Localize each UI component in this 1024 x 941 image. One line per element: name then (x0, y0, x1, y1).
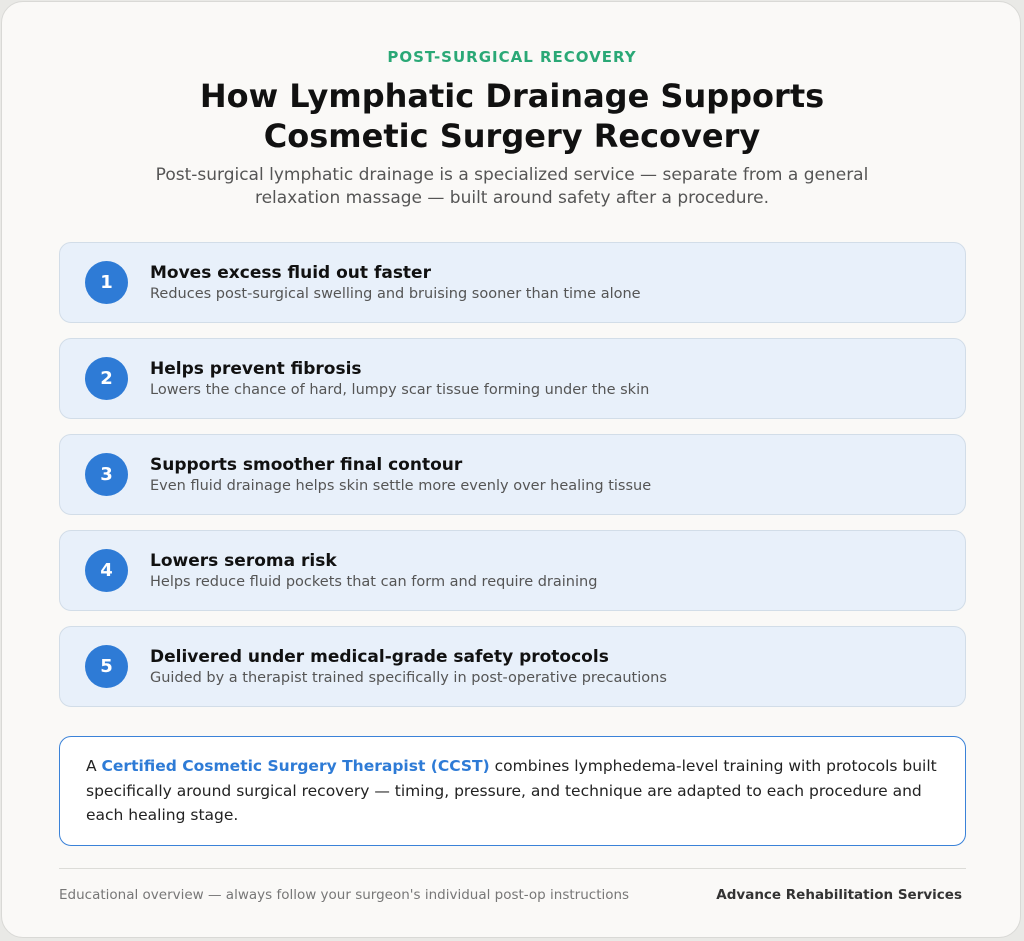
benefit-card-4: 4 Lowers seroma risk Helps reduce fluid … (59, 530, 966, 611)
benefit-description: Guided by a therapist trained specifical… (150, 670, 667, 686)
benefit-title: Delivered under medical-grade safety pro… (150, 647, 609, 667)
callout-body: combines lymphedema-level training with … (86, 757, 937, 824)
benefit-title: Lowers seroma risk (150, 551, 337, 571)
benefit-title: Moves excess fluid out faster (150, 263, 431, 283)
step-number-badge: 3 (85, 453, 128, 496)
footer-divider (59, 868, 966, 869)
benefit-description: Lowers the chance of hard, lumpy scar ti… (150, 382, 650, 398)
ccst-highlight: Certified Cosmetic Surgery Therapist (CC… (101, 757, 490, 775)
step-number-badge: 2 (85, 357, 128, 400)
footer-brand: Advance Rehabilitation Services (716, 887, 962, 903)
benefit-card-3: 3 Supports smoother final contour Even f… (59, 434, 966, 515)
subtitle: Post-surgical lymphatic drainage is a sp… (155, 165, 869, 208)
step-number-badge: 5 (85, 645, 128, 688)
benefit-description: Reduces post-surgical swelling and bruis… (150, 286, 641, 302)
title-line-1: How Lymphatic Drainage Supports (199, 77, 825, 115)
benefit-card-1: 1 Moves excess fluid out faster Reduces … (59, 242, 966, 323)
benefit-card-2: 2 Helps prevent fibrosis Lowers the chan… (59, 338, 966, 419)
callout-prefix: A (86, 757, 102, 775)
benefit-title: Supports smoother final contour (150, 455, 463, 475)
eyebrow-label: POST-SURGICAL RECOVERY (387, 48, 637, 66)
benefit-description: Helps reduce fluid pockets that can form… (150, 574, 598, 590)
step-number-badge: 4 (85, 549, 128, 592)
title-line-2: Cosmetic Surgery Recovery (263, 117, 761, 155)
benefit-title: Helps prevent fibrosis (150, 359, 362, 379)
benefit-card-5: 5 Delivered under medical-grade safety p… (59, 626, 966, 707)
benefit-description: Even fluid drainage helps skin settle mo… (150, 478, 652, 494)
step-number-badge: 1 (85, 261, 128, 304)
footer-disclaimer: Educational overview — always follow you… (59, 887, 630, 903)
page-title: How Lymphatic Drainage Supports Cosmetic… (2, 76, 1022, 156)
ccst-callout: A Certified Cosmetic Surgery Therapist (… (59, 736, 966, 846)
